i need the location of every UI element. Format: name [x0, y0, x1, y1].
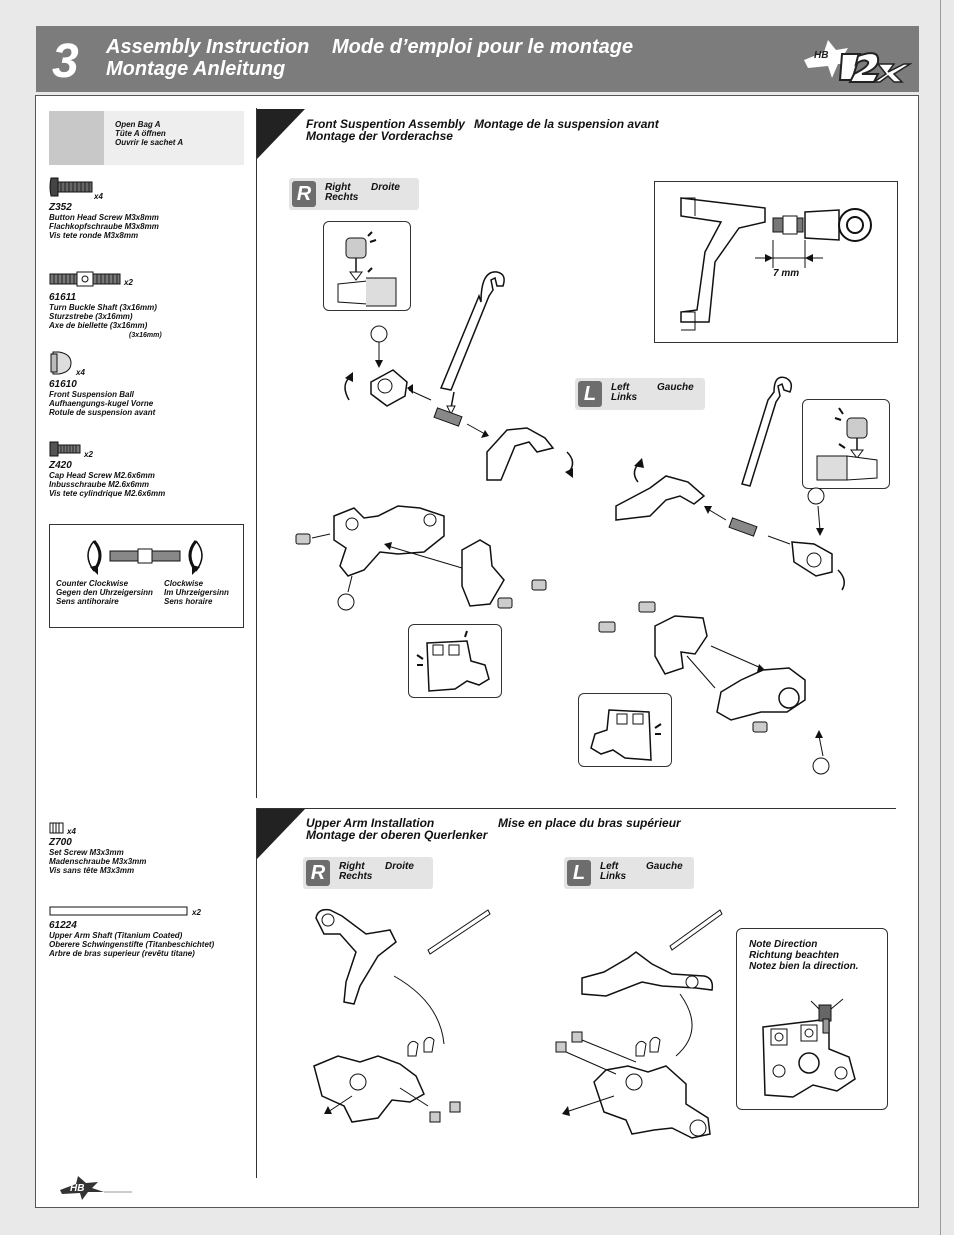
left-side-badge: L Left Gauche Links — [575, 378, 705, 410]
right-side-badge: R Right Droite Rechts — [289, 178, 419, 210]
parts-column: Open Bag A Tüte A öffnen Ouvrir le sache… — [36, 96, 256, 1209]
front-suspension-title-en: Front Suspention Assembly — [306, 117, 465, 131]
button-head-screw-icon — [49, 177, 93, 197]
note-direction-text: Note Direction Richtung beachten Notez b… — [749, 939, 859, 972]
part-size-note: (3x16mm) — [129, 332, 162, 339]
hb-racing-logo-icon: HB — [60, 1176, 132, 1200]
upper-right-side-badge: R Right Droite Rechts — [303, 857, 433, 889]
column-divider — [256, 808, 257, 1178]
bag-text: Open Bag A Tüte A öffnen Ouvrir le sache… — [115, 120, 184, 147]
section-corner-icon — [257, 109, 305, 159]
page-edge-line — [940, 0, 941, 1235]
part-qty: x2 — [84, 450, 93, 459]
rotation-turnbuckle-icon — [87, 540, 203, 575]
upper-arm-title-fr: Mise en place du bras supérieur — [498, 816, 681, 830]
hub-direction-icon — [762, 998, 856, 1098]
bag-callout: Open Bag A Tüte A öffnen Ouvrir le sache… — [49, 111, 244, 165]
cap-head-screw-icon — [49, 441, 81, 457]
left-hub-detail — [578, 693, 672, 767]
part-qty: x4 — [94, 192, 103, 201]
step-number: 3 — [52, 35, 79, 88]
right-upper-arm-diagram — [313, 908, 491, 1123]
section-divider — [256, 808, 896, 809]
upper-arm-title-de: Montage der oberen Querlenker — [306, 828, 488, 842]
step-header: 3 Assembly Instruction Mode d’emploi pou… — [36, 26, 919, 92]
hb-12x-logo-icon: HB — [804, 40, 913, 83]
right-ball-insert-detail — [323, 221, 411, 311]
right-front-suspension-diagram — [344, 271, 574, 481]
part-qty: x4 — [76, 368, 85, 377]
left-upper-arm-diagram — [555, 909, 723, 1139]
bag-icon — [49, 111, 104, 165]
note-direction-box: Note Direction Richtung beachten Notez b… — [736, 928, 888, 1110]
title-english: Assembly Instruction — [106, 36, 310, 58]
svg-text:HB: HB — [814, 50, 828, 61]
part-61611: 61611 Turn Buckle Shaft (3x16mm)Sturzstr… — [49, 292, 157, 330]
upper-arm-title-en: Upper Arm Installation — [306, 816, 435, 830]
title-french: Mode d’emploi pour le montage — [332, 36, 634, 58]
column-divider — [256, 108, 257, 798]
ball-insert-icon — [337, 231, 397, 307]
upper-left-side-badge: L Left Gauche Links — [564, 857, 694, 889]
left-ball-insert-detail — [802, 399, 890, 489]
part-61224: 61224 Upper Arm Shaft (Titanium Coated)O… — [49, 920, 215, 958]
right-knuckle-assembly-diagram — [295, 505, 547, 611]
left-front-suspension-diagram — [615, 376, 845, 591]
part-qty: x2 — [192, 908, 201, 917]
part-qty: x4 — [67, 827, 76, 836]
dimension-label: 7 mm — [773, 268, 800, 279]
section-corner-icon — [257, 809, 305, 859]
right-hub-detail — [408, 624, 502, 698]
front-suspension-title-de: Montage der Vorderachse — [306, 129, 453, 143]
title-german: Montage Anleitung — [106, 58, 286, 80]
upper-arm-shaft-icon — [49, 906, 188, 916]
upper-arm-diagram-icon — [680, 197, 872, 331]
ball-insert-icon — [816, 407, 878, 481]
suspension-ball-icon — [50, 351, 72, 375]
content-panel: Open Bag A Tüte A öffnen Ouvrir le sache… — [35, 95, 919, 1208]
svg-text:HB: HB — [70, 1183, 84, 1194]
hub-carrier-icon — [590, 709, 662, 761]
part-qty: x2 — [124, 278, 133, 287]
turnbuckle-shaft-icon — [49, 271, 121, 287]
set-screw-icon — [49, 822, 64, 834]
left-knuckle-assembly-diagram — [598, 601, 830, 775]
turnbuckle-length-detail: 7 mm — [654, 181, 898, 343]
hub-carrier-icon — [416, 630, 490, 692]
front-suspension-title-fr: Montage de la suspension avant — [474, 117, 659, 131]
